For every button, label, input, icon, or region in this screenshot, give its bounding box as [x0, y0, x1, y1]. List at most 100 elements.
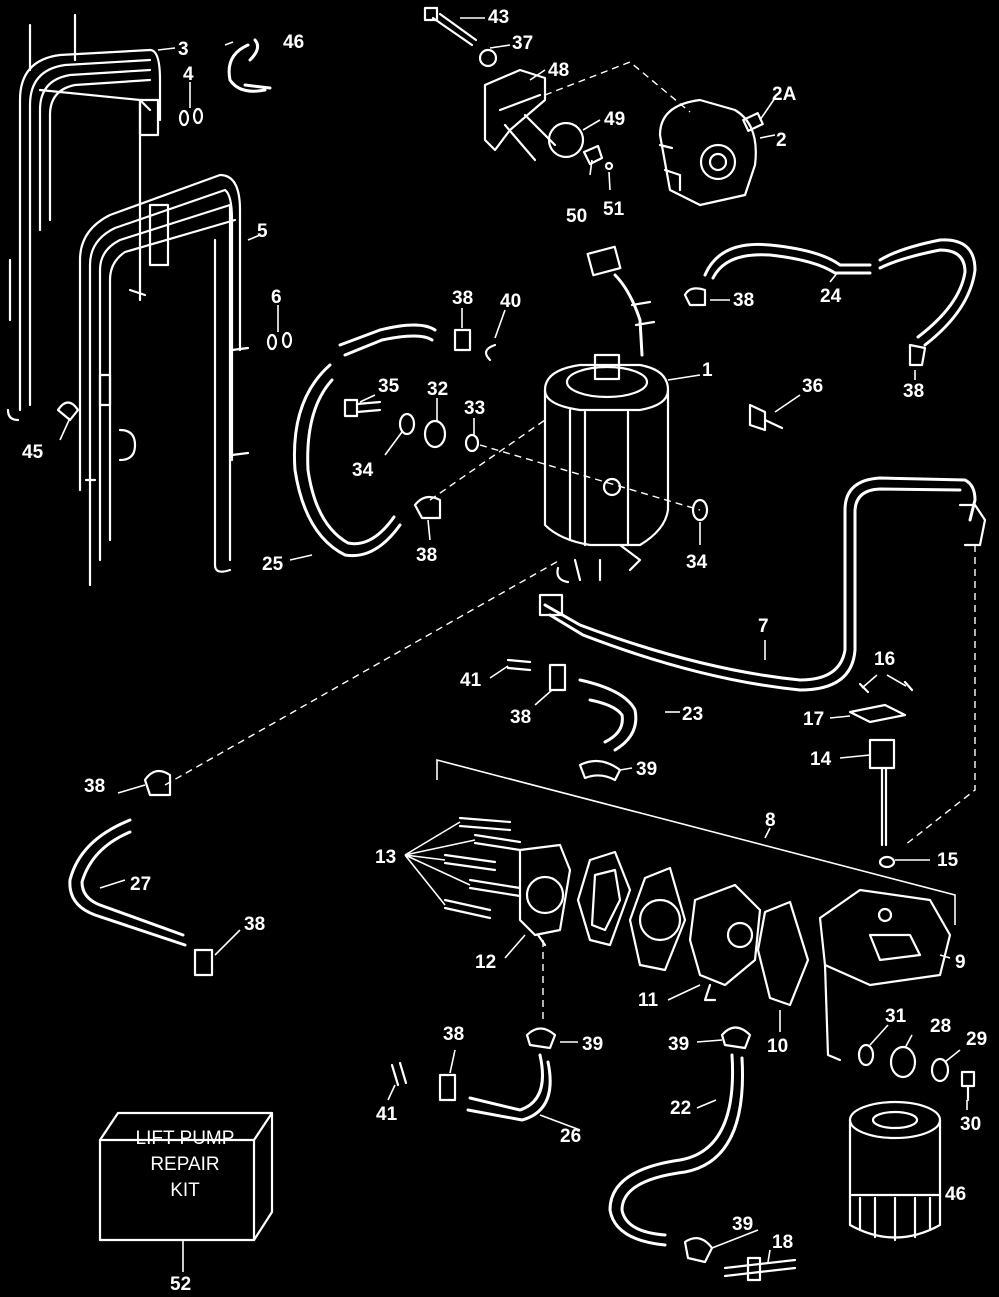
screw-43 — [423, 6, 478, 47]
callout-46-bottom: 46 — [945, 1184, 966, 1205]
washer-29 — [930, 1057, 950, 1083]
callout-38-hose24: 38 — [733, 290, 754, 311]
callout-29: 29 — [966, 1029, 987, 1050]
clamp-38-lower-left — [438, 1073, 457, 1102]
bracket-48 — [483, 68, 557, 162]
callout-49: 49 — [604, 109, 625, 130]
hose-24 — [703, 238, 977, 347]
fitting-50 — [582, 144, 604, 166]
callout-25: 25 — [262, 554, 284, 575]
callout-38-top: 38 — [452, 288, 473, 309]
callout-2: 2 — [776, 130, 787, 151]
callout-17: 17 — [803, 709, 824, 730]
clamp-38-hose27-bottom — [193, 948, 214, 977]
callout-40: 40 — [500, 291, 521, 312]
callout-14: 14 — [810, 749, 832, 770]
callout-38-lower-left: 38 — [443, 1024, 464, 1045]
grommet-32 — [423, 419, 447, 449]
callout-39-middle: 39 — [636, 759, 657, 780]
callout-15: 15 — [937, 850, 959, 871]
vapor-separator-tank-1 — [543, 353, 670, 584]
clip-40 — [484, 343, 497, 362]
filter-bracket-9 — [818, 888, 952, 1062]
hose-26 — [466, 1053, 552, 1122]
callout-1: 1 — [702, 360, 713, 381]
callout-13: 13 — [375, 847, 396, 868]
screws-13 — [443, 816, 522, 920]
assembly-bracket-8 — [436, 758, 956, 925]
callout-labels: 3 4 46 5 6 45 43 37 48 49 50 51 2A 2 1 3… — [22, 7, 987, 1295]
washer-34-left — [398, 412, 416, 436]
hose-27 — [68, 818, 187, 947]
assembly-dashline-top — [544, 61, 691, 113]
clamp-39-left — [525, 1027, 557, 1050]
callout-32: 32 — [427, 379, 448, 400]
callout-51: 51 — [603, 199, 625, 220]
clamp-38-top — [453, 328, 472, 352]
spacer-33 — [464, 433, 480, 453]
plate-10 — [756, 900, 810, 1007]
callout-38-middle: 38 — [510, 707, 531, 728]
callout-43: 43 — [488, 7, 509, 28]
gasket-plate-12a — [576, 850, 632, 947]
callout-45: 45 — [22, 442, 44, 463]
kit-label-line3: KIT — [170, 1180, 200, 1201]
o-ring-51 — [604, 161, 614, 171]
o-ring-49 — [547, 121, 585, 159]
callout-8: 8 — [765, 810, 776, 831]
hose27-dashline — [164, 559, 561, 786]
hose-25 — [292, 323, 437, 558]
mount-dashline — [479, 444, 701, 511]
callout-5: 5 — [257, 221, 268, 242]
elbow-fitting-7 — [538, 593, 564, 617]
bracket-46-top — [227, 38, 272, 93]
callout-28: 28 — [930, 1016, 951, 1037]
sensor-14 — [868, 738, 896, 847]
callout-16: 16 — [874, 649, 895, 670]
hose-22 — [608, 1053, 745, 1247]
diaphragm-12b — [628, 866, 687, 972]
clamp-39-bottom — [683, 1237, 714, 1264]
fuel-line-bundle-5 — [78, 173, 250, 587]
callout-37: 37 — [512, 33, 533, 54]
callout-11: 11 — [638, 990, 659, 1011]
pump-cover-12 — [518, 843, 572, 947]
screw-41-middle — [506, 658, 532, 672]
bolt-30 — [960, 1070, 976, 1102]
callout-6: 6 — [271, 287, 282, 308]
callout-10: 10 — [767, 1036, 788, 1057]
callout-52: 52 — [170, 1274, 191, 1295]
callout-22: 22 — [670, 1098, 691, 1119]
callout-34-right: 34 — [686, 552, 708, 573]
callout-41-middle: 41 — [460, 670, 482, 691]
callout-24: 24 — [820, 286, 842, 307]
callout-50: 50 — [566, 206, 587, 227]
callout-35: 35 — [378, 376, 400, 397]
kit-label-line2: REPAIR — [150, 1154, 219, 1175]
callout-30: 30 — [960, 1114, 981, 1135]
grommet-28 — [889, 1045, 917, 1079]
screw-41-lower — [390, 1061, 408, 1087]
callout-34-left: 34 — [352, 460, 374, 481]
callout-39-left: 39 — [582, 1034, 603, 1055]
o-rings-6 — [266, 331, 293, 351]
clamp-38-lower — [413, 495, 442, 520]
hose-dashline-25 — [429, 419, 546, 501]
callout-46-top: 46 — [283, 32, 304, 53]
clamp-39-middle — [578, 759, 622, 782]
callout-38-hose27-top: 38 — [84, 776, 105, 797]
lift-pump-repair-kit-box: LIFT PUMP REPAIR KIT — [98, 1111, 274, 1242]
leader-lines — [59, 17, 968, 1272]
sensor-dashline — [904, 545, 976, 846]
callout-12: 12 — [475, 952, 496, 973]
clamp-39-right — [720, 1026, 752, 1050]
washer-34-right — [691, 498, 709, 522]
kit-label-line1: LIFT PUMP — [136, 1128, 235, 1149]
callout-31: 31 — [885, 1006, 907, 1027]
callout-18: 18 — [772, 1232, 793, 1253]
clamp-38-hose27-top — [143, 769, 172, 797]
callout-26: 26 — [560, 1126, 581, 1147]
clamp-38-right — [908, 343, 927, 367]
callout-9: 9 — [955, 952, 966, 973]
